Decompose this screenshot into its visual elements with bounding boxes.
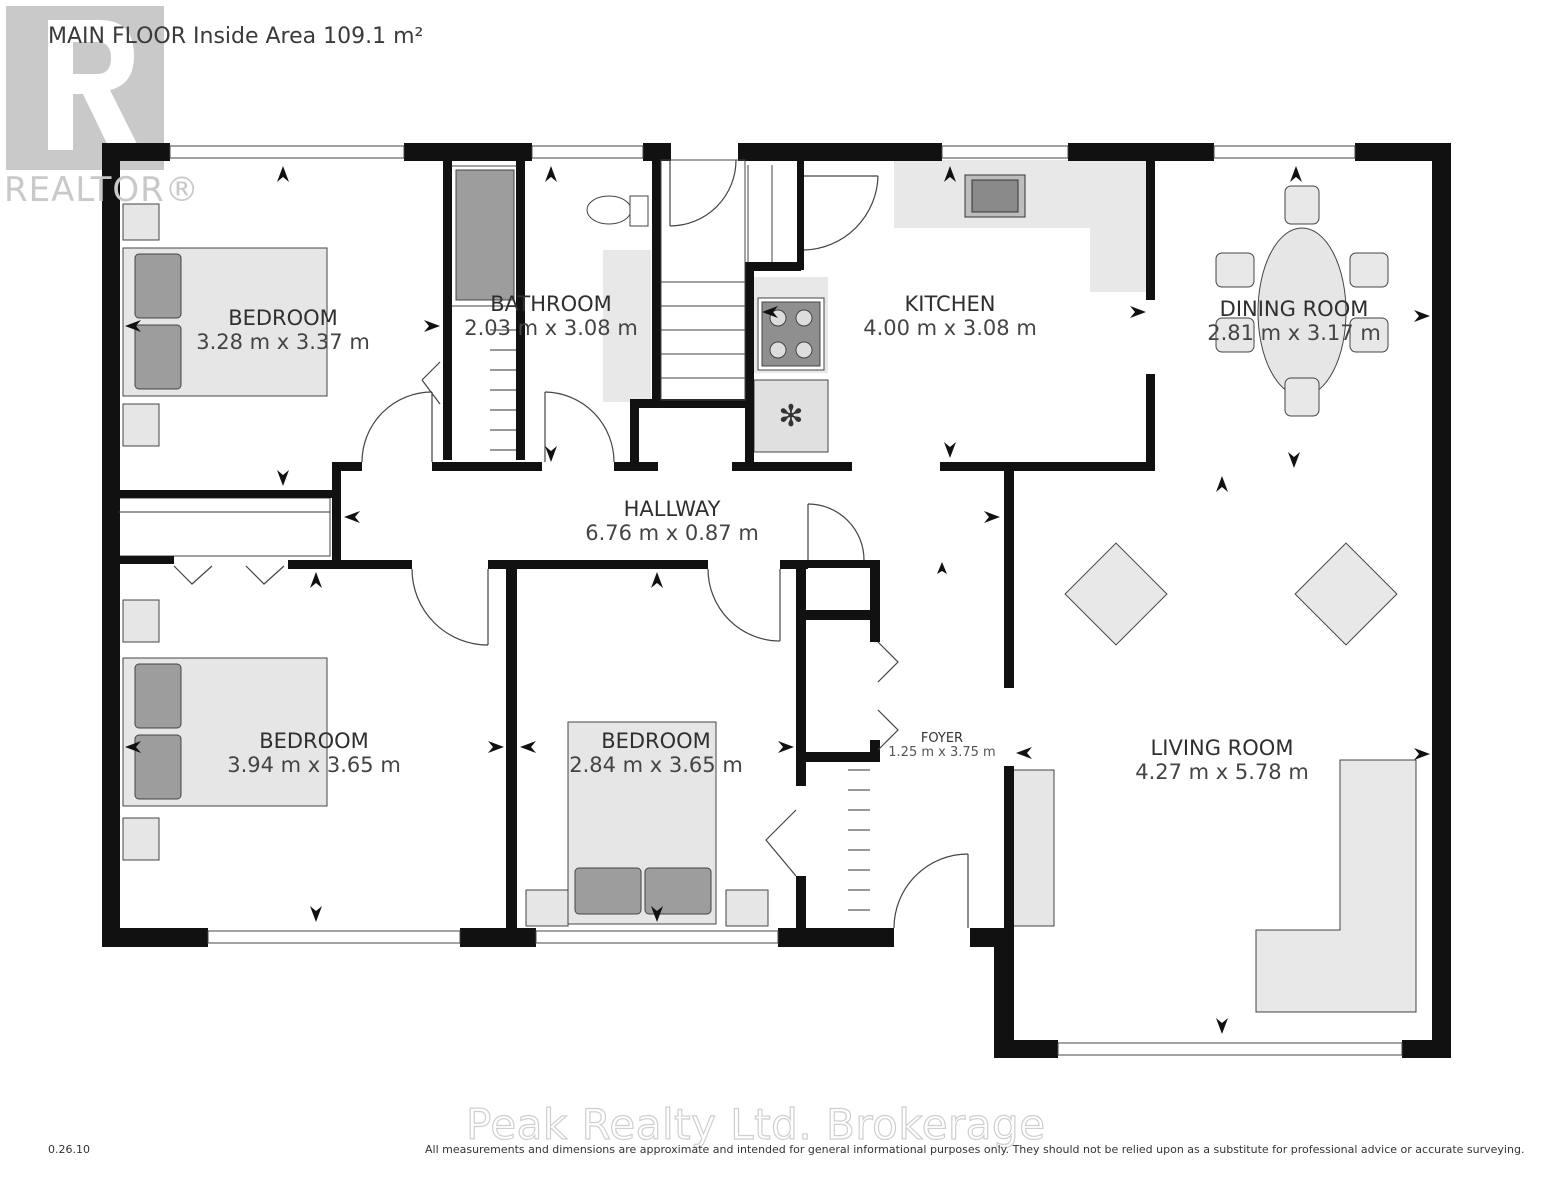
bathroom-dims: 2.03 m x 3.08 m: [464, 316, 638, 340]
bedroom-2-dims: 3.94 m x 3.65 m: [227, 753, 401, 777]
hallway-dims: 6.76 m x 0.87 m: [585, 521, 759, 545]
living-room-dims: 4.27 m x 5.78 m: [1135, 760, 1309, 784]
disclaimer: All measurements and dimensions are appr…: [425, 1143, 1525, 1156]
brokerage-watermark: Peak Realty Ltd. Brokerage: [465, 1099, 1046, 1149]
bedroom-2-name: BEDROOM: [259, 729, 369, 753]
doors: [173, 159, 969, 929]
windows: [169, 145, 1403, 1056]
svg-text:✻: ✻: [778, 399, 803, 434]
foyer-name: FOYER: [920, 731, 964, 746]
realtor-logo: [6, 6, 164, 170]
bedroom-1-name: BEDROOM: [228, 306, 338, 330]
realtor-logo-text: REALTOR®: [4, 170, 200, 210]
bedroom-1-dims: 3.28 m x 3.37 m: [196, 330, 370, 354]
hallway-name: HALLWAY: [623, 497, 721, 521]
kitchen-name: KITCHEN: [904, 292, 996, 316]
dimension-arrows: [125, 166, 1430, 1034]
foyer-dims: 1.25 m x 3.75 m: [888, 745, 996, 760]
living-room-name: LIVING ROOM: [1150, 736, 1294, 760]
bedroom-3-name: BEDROOM: [601, 729, 711, 753]
stairs: [660, 159, 773, 401]
dining-room-dims: 2.81 m x 3.17 m: [1207, 321, 1381, 345]
closet-hangers: [118, 329, 870, 911]
bathroom-name: BATHROOM: [490, 292, 612, 316]
floor-title: MAIN FLOOR Inside Area 109.1 m²: [48, 24, 424, 49]
kitchen-dims: 4.00 m x 3.08 m: [863, 316, 1037, 340]
bedroom-3-dims: 2.84 m x 3.65 m: [569, 753, 743, 777]
walls: [102, 143, 1451, 1058]
dining-room-name: DINING ROOM: [1219, 297, 1369, 321]
fixtures: ✻: [117, 160, 1417, 1013]
version-label: 0.26.10: [48, 1143, 90, 1156]
